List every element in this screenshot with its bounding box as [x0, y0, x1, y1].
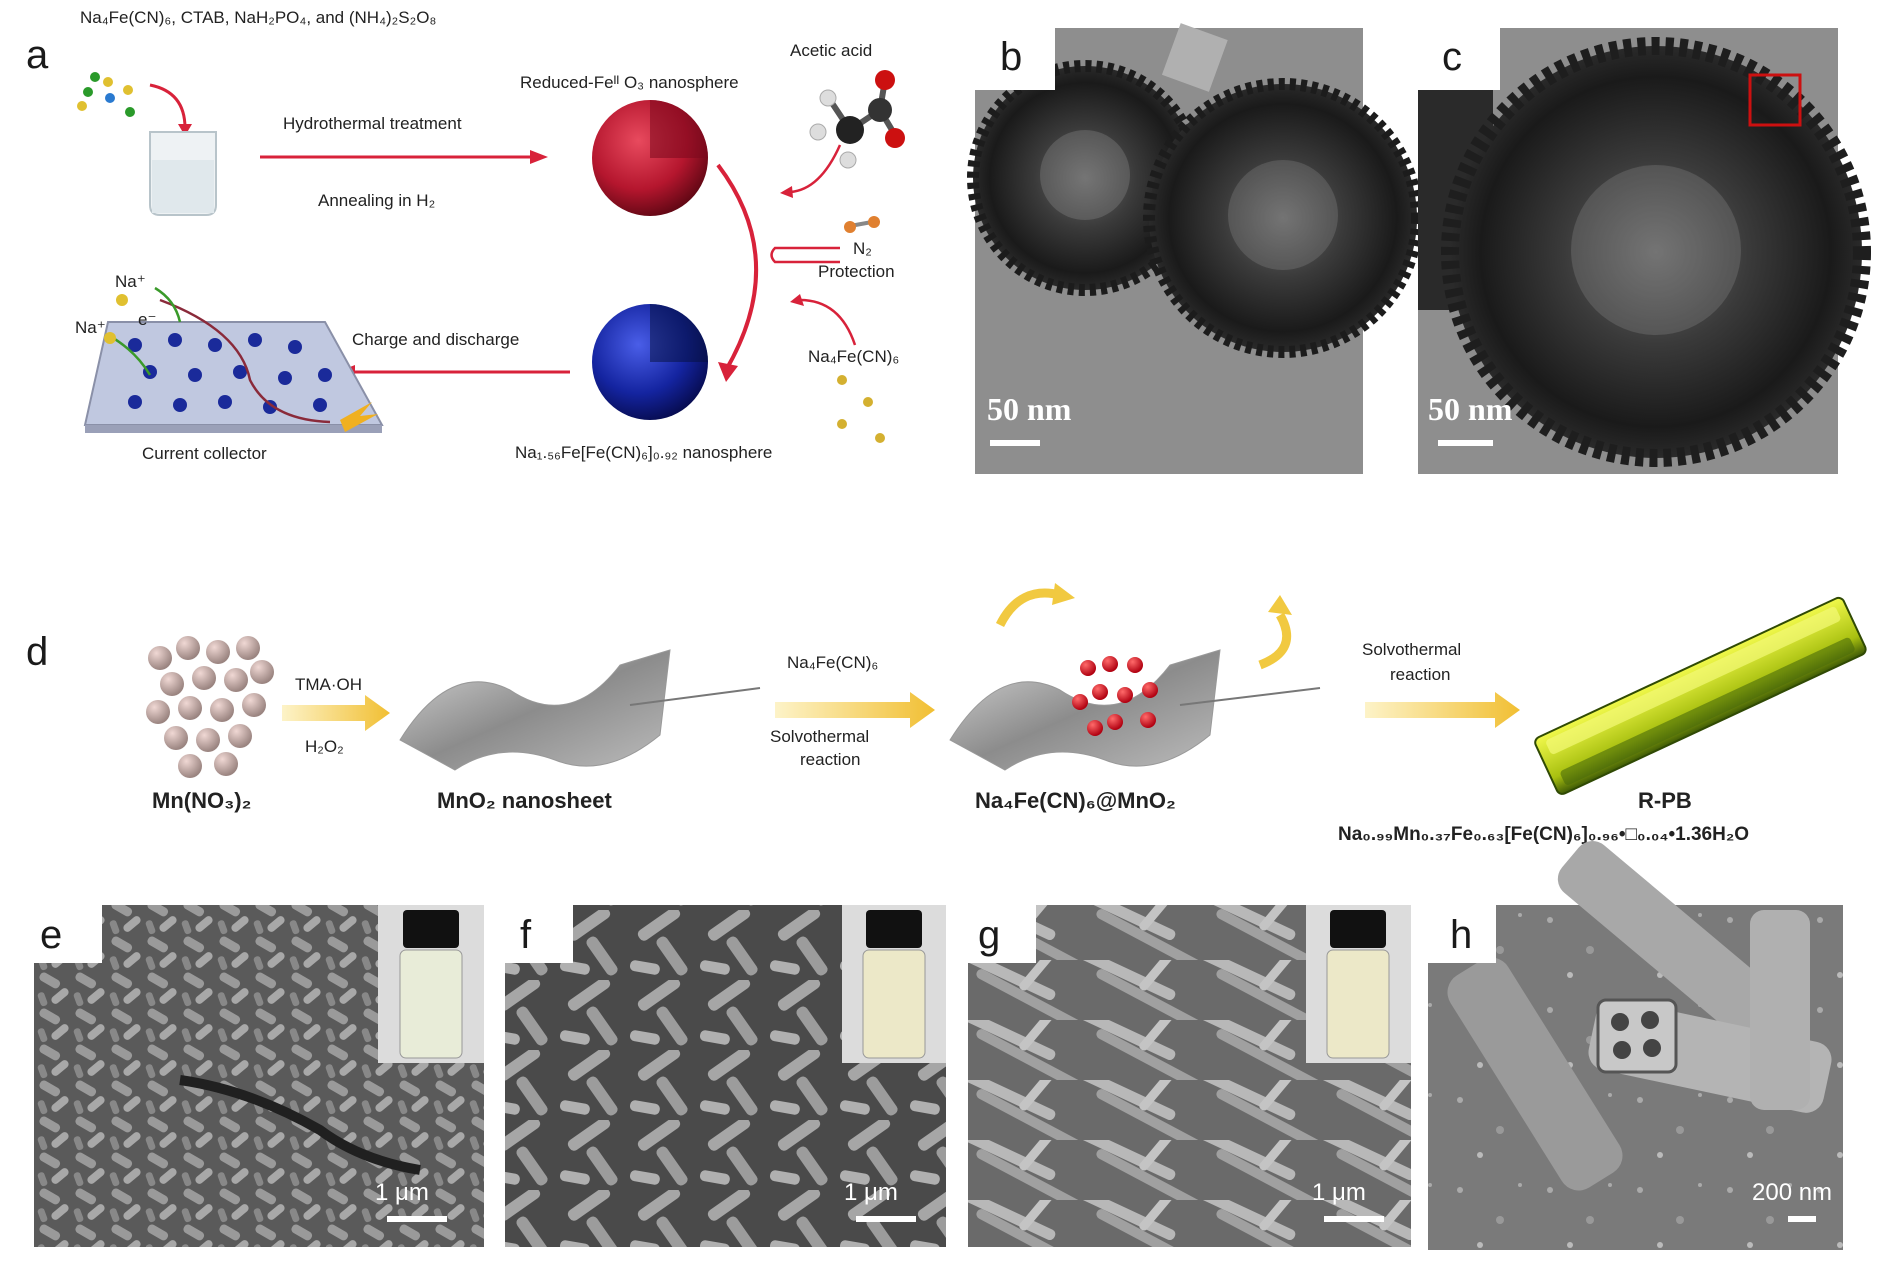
step-annealing: Annealing in H₂ — [318, 191, 435, 210]
reagent-reaction-1: reaction — [800, 750, 860, 769]
intermediate-sheet — [949, 649, 1321, 771]
panel-label-d: d — [26, 630, 48, 674]
n2-label: N₂ — [853, 239, 872, 258]
scalebar-label-g: 1 μm — [1312, 1179, 1366, 1206]
acetic-acid-label: Acetic acid — [790, 41, 872, 60]
na-ion-label-2: Na⁺ — [75, 318, 106, 337]
scalebar-label-b: 50 nm — [987, 391, 1072, 427]
electron-label: e⁻ — [138, 310, 156, 329]
na4fecn6-label: Na₄Fe(CN)₆ — [808, 347, 899, 366]
mn-precursor-beads — [146, 636, 274, 778]
tem-image-c — [1418, 28, 1871, 474]
yellow-arrow-3 — [1365, 692, 1520, 728]
panel-label-e: e — [40, 913, 62, 957]
cycle-arrow — [716, 163, 758, 372]
scalebar-c — [1438, 440, 1493, 446]
pour-arrowhead — [178, 124, 192, 136]
n2-molecule-icon — [844, 216, 880, 233]
intermediate-label: Na₄Fe(CN)₆@MnO₂ — [975, 788, 1176, 813]
reduced-sphere-label: Reduced-Feᴵᴵ O₃ nanosphere — [520, 73, 739, 92]
scalebar-h — [1788, 1216, 1816, 1222]
scalebar-e — [387, 1216, 447, 1222]
scalebar-label-c: 50 nm — [1428, 391, 1513, 427]
na-ion-label-1: Na⁺ — [115, 272, 146, 291]
scalebar-b — [990, 440, 1040, 446]
vial-inset-f — [842, 905, 946, 1063]
panel-label-h: h — [1450, 913, 1472, 957]
yellow-arrow-2 — [775, 692, 935, 728]
scalebar-label-f: 1 μm — [844, 1179, 898, 1206]
scalebar-label-e: 1 μm — [375, 1179, 429, 1206]
panel-label-f: f — [520, 913, 532, 957]
reagent-dots — [77, 72, 135, 117]
rpb-rod — [1534, 596, 1867, 795]
nanosheet-label: MnO₂ nanosheet — [437, 788, 612, 813]
reagent-h2o2: H₂O₂ — [305, 737, 344, 756]
reagent-solvothermal-2: Solvothermal — [1362, 640, 1461, 659]
scalebar-f — [856, 1216, 916, 1222]
beaker-icon — [149, 131, 217, 216]
yellow-arrow-1 — [282, 695, 390, 731]
protection-arrow — [770, 246, 840, 264]
panel-label-a: a — [26, 33, 49, 77]
zoom-region-box — [1748, 73, 1802, 127]
reagent-tma-oh: TMA·OH — [295, 675, 362, 694]
charge-discharge-label: Charge and discharge — [352, 330, 519, 349]
step-hydrothermal: Hydrothermal treatment — [283, 114, 462, 133]
curved-arrow-1 — [995, 588, 1062, 628]
collector-label: Current collector — [142, 444, 267, 463]
vial-inset-g — [1306, 905, 1411, 1063]
product-formula: Na₀.₉₉Mn₀.₃₇Fe₀.₆₃[Fe(CN)₆]₀.₉₆•□₀.₀₄•1.… — [1338, 824, 1749, 845]
red-nanosphere — [592, 100, 708, 216]
scalebar-label-h: 200 nm — [1752, 1179, 1832, 1206]
sem-image-h — [1428, 841, 1843, 1250]
panel-label-b: b — [1000, 35, 1022, 79]
protection-label: Protection — [818, 262, 895, 281]
na-ion-2 — [104, 332, 116, 344]
start-material-label: Mn(NO₃)₂ — [152, 788, 251, 813]
pour-arrow — [149, 83, 187, 129]
vial-inset-e — [378, 905, 484, 1063]
reagent-reaction-2: reaction — [1390, 665, 1450, 684]
acetic-acid-molecule-icon — [809, 70, 905, 169]
curved-arrow-2 — [1258, 612, 1292, 670]
panel-label-c: c — [1442, 35, 1462, 79]
mno2-nanosheet — [399, 649, 671, 771]
scalebar-g — [1324, 1216, 1384, 1222]
product-label: R-PB — [1638, 788, 1692, 813]
reagent-solvothermal-1: Solvothermal — [770, 727, 869, 746]
tem-image-b — [967, 23, 1423, 474]
na-ion-1 — [116, 294, 128, 306]
na4fecn6-dots — [837, 375, 885, 443]
reagents-label: Na₄Fe(CN)₆, CTAB, NaH₂PO₄, and (NH₄)₂S₂O… — [80, 8, 436, 27]
blue-nanosphere — [592, 304, 708, 420]
product-sphere-label: Na₁.₅₆Fe[Fe(CN)₆]₀.₉₂ nanosphere — [515, 443, 772, 462]
reagent-na4fecn6: Na₄Fe(CN)₆ — [787, 653, 878, 672]
current-collector — [83, 286, 384, 433]
panel-label-g: g — [978, 913, 1000, 957]
